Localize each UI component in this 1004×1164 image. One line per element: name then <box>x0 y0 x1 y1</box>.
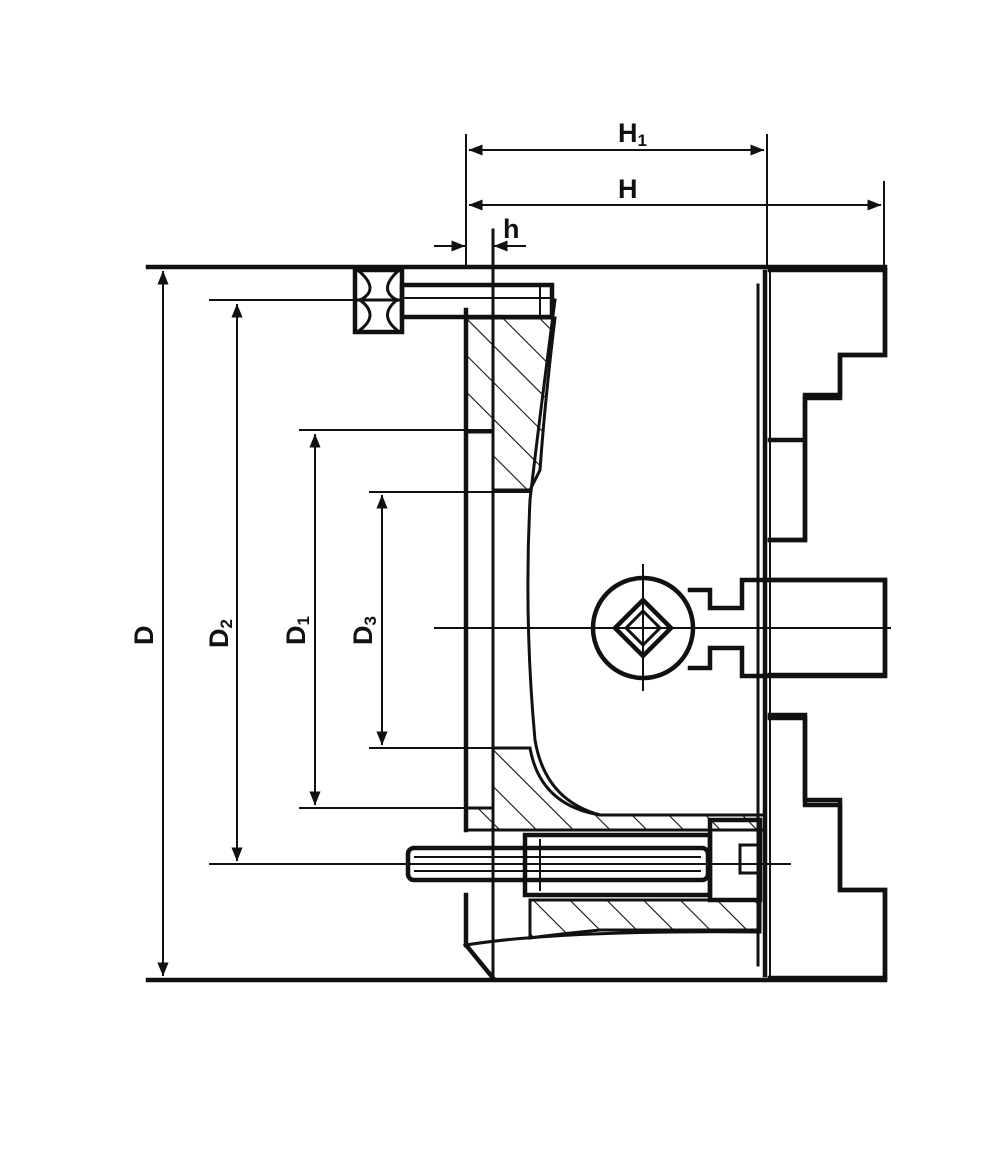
label-D: D <box>129 626 159 646</box>
bottom-bolt <box>369 817 791 903</box>
lower-web-section <box>464 746 767 832</box>
dimension-lines <box>157 144 882 977</box>
label-H: H <box>618 174 638 204</box>
label-D3: D3 <box>348 616 380 645</box>
extension-lines <box>209 134 885 865</box>
label-H1: H1 <box>618 118 647 150</box>
label-D2: D2 <box>204 619 236 648</box>
stepped-jaw <box>767 267 888 981</box>
pinion <box>434 564 891 691</box>
label-h: h <box>503 214 520 244</box>
label-D1: D1 <box>281 616 313 645</box>
outline-lines <box>145 264 888 983</box>
upper-web-section <box>464 316 557 492</box>
flange-body <box>462 228 771 982</box>
